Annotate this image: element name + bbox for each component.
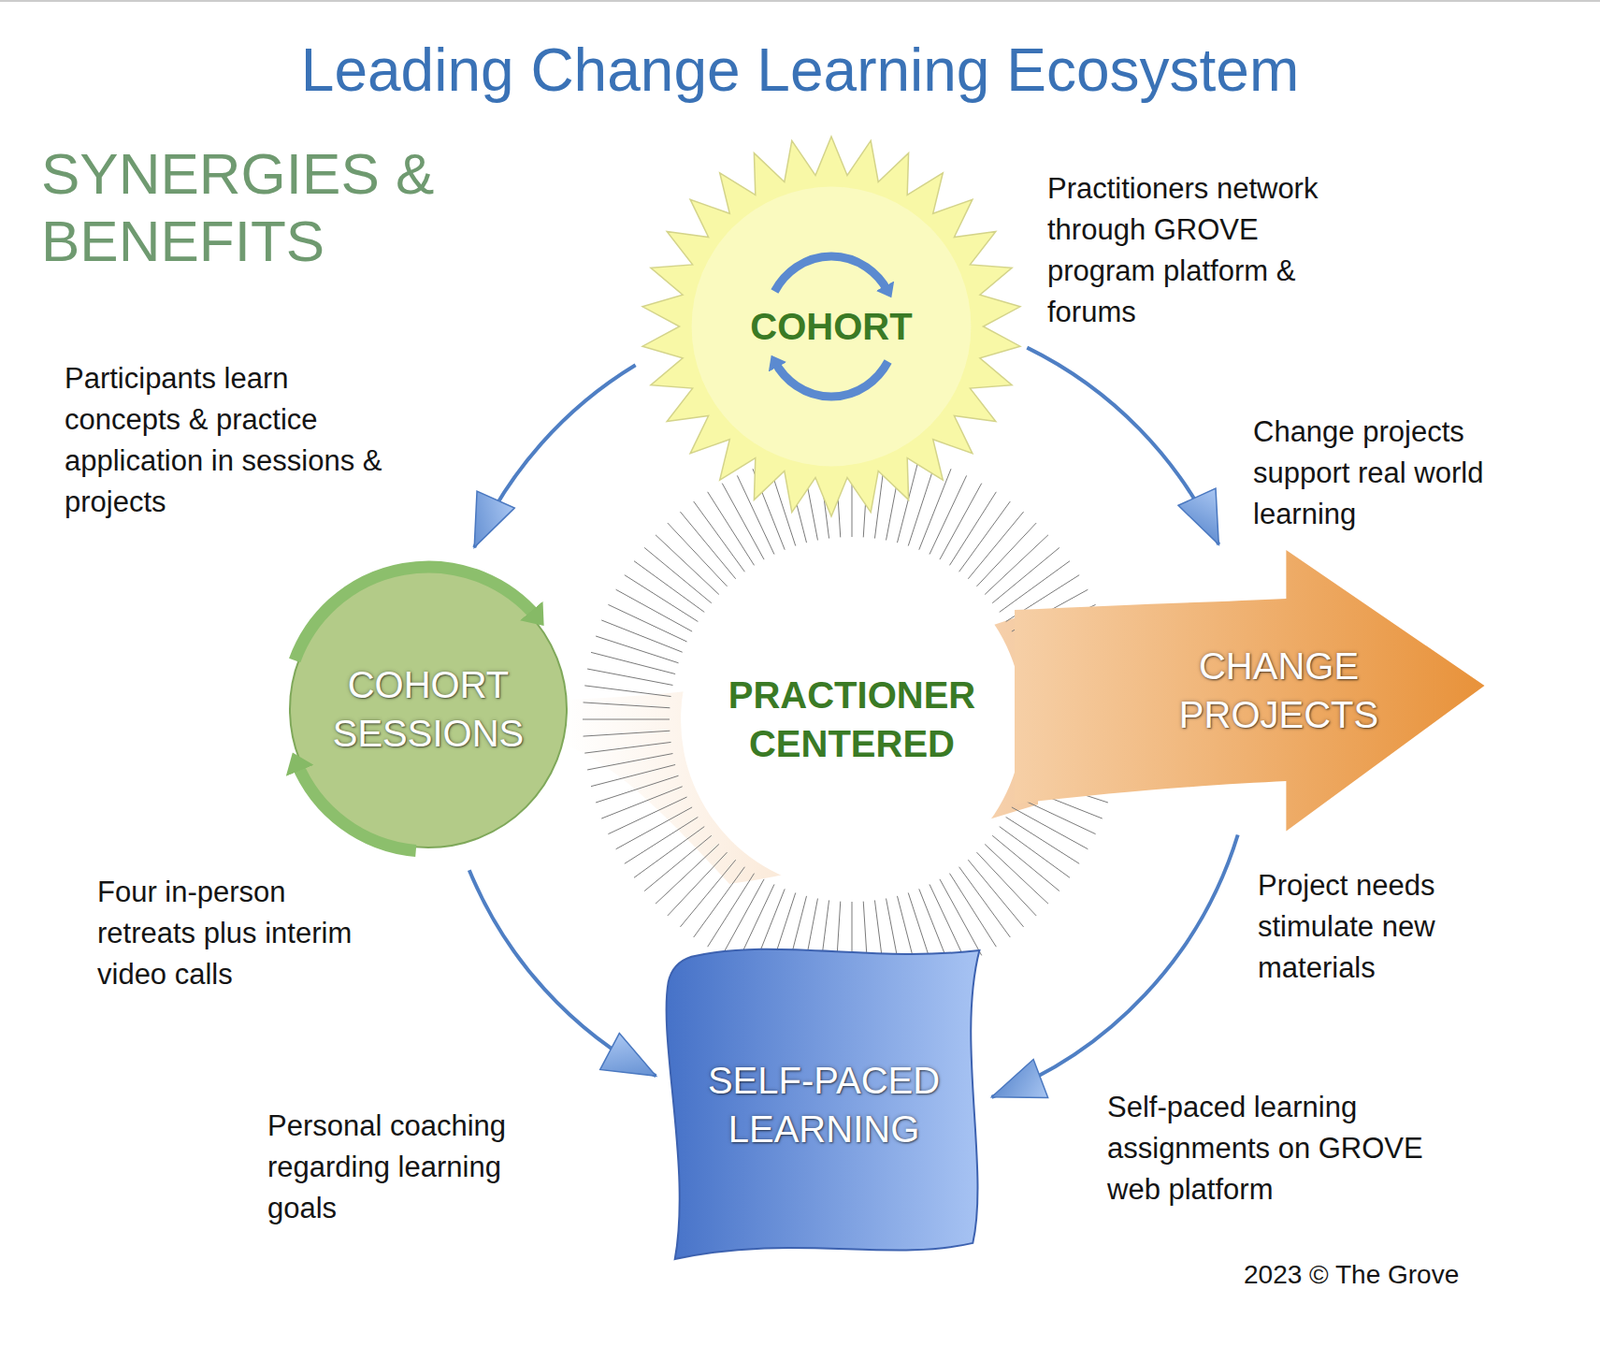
- ray-line: [607, 604, 687, 642]
- self-paced-scroll: SELF-PACED LEARNING: [658, 943, 990, 1266]
- callout-text-wrap: Self-paced learning assignments on GROVE…: [1107, 1086, 1430, 1211]
- ray-line: [587, 668, 673, 685]
- ray-line: [929, 475, 967, 554]
- ray-line: [584, 685, 671, 697]
- cycle-connector: [469, 869, 657, 1076]
- node-text-area: CHANGE PROJECTS: [1014, 547, 1487, 833]
- ray-line: [590, 651, 676, 674]
- callout-text: Practitioners network through GROVE prog…: [1047, 168, 1328, 333]
- node-label: COHORT: [749, 302, 912, 351]
- callout-text-wrap: Four in-person retreats plus interim vid…: [97, 871, 378, 995]
- ray-line: [582, 719, 670, 721]
- ray-line: [634, 826, 705, 879]
- callout-text: Project needs stimulate new materials: [1257, 864, 1492, 989]
- ray-line: [583, 702, 671, 708]
- ray-line: [999, 561, 1070, 613]
- change-arrow-outline: [1014, 547, 1487, 833]
- ray-line: [908, 462, 936, 546]
- callout-text-wrap: Practitioners network through GROVE prog…: [1047, 168, 1328, 333]
- cycle-connector: [474, 364, 635, 548]
- ray-line: [624, 575, 699, 622]
- ray-line: [1006, 816, 1081, 864]
- sun-shape: [642, 136, 1021, 517]
- callout-text: Participants learn concepts & practice a…: [64, 358, 388, 523]
- ray-line: [583, 730, 671, 736]
- callout-text: Personal coaching regarding learning goa…: [267, 1105, 548, 1229]
- center-disc: [680, 547, 1024, 891]
- ray-line: [587, 753, 673, 770]
- ray-line: [601, 619, 682, 652]
- title: Leading Change Learning Ecosystem: [301, 33, 1299, 107]
- ray-line: [590, 763, 676, 786]
- ray-line: [595, 635, 678, 664]
- cycle-arrow: [774, 361, 888, 398]
- cycle-connector: [1026, 347, 1219, 545]
- ray-line: [693, 501, 746, 572]
- node-label: PRACTIONER CENTERED: [706, 670, 997, 768]
- sun-core: [691, 187, 972, 467]
- cycle-arrow: [294, 566, 537, 661]
- cycle-connector: [992, 835, 1239, 1097]
- callout-text: Four in-person retreats plus interim vid…: [97, 871, 378, 995]
- ray-line: [707, 873, 755, 948]
- ray-line: [584, 741, 671, 753]
- ray-line: [601, 786, 682, 819]
- title-wrap: Leading Change Learning Ecosystem: [0, 33, 1600, 107]
- callout-text-wrap: Participants learn concepts & practice a…: [64, 358, 388, 523]
- center-circle: PRACTIONER CENTERED: [678, 546, 1025, 893]
- arrow-shape: [1014, 549, 1485, 831]
- copyright-note-wrap: 2023 © The Grove: [1243, 1257, 1553, 1292]
- ray-line: [919, 468, 952, 549]
- node-text-area: SELF-PACED LEARNING: [658, 943, 990, 1266]
- session-circle-outline: [269, 549, 588, 868]
- session-circle: COHORT SESSIONS: [269, 549, 588, 868]
- node-text-area: PRACTIONER CENTERED: [678, 546, 1025, 893]
- ray-line: [607, 796, 687, 835]
- scroll-shape: [666, 949, 981, 1259]
- cycle-arrow: [296, 762, 417, 851]
- callout-text: Self-paced learning assignments on GROVE…: [1107, 1086, 1430, 1211]
- copyright-note: 2023 © The Grove: [1243, 1257, 1553, 1292]
- ray-line: [949, 491, 996, 566]
- ray-line: [959, 866, 1011, 937]
- cycle-arrow: [774, 256, 888, 292]
- section-heading-wrap: SYNERGIES & BENEFITS: [41, 140, 491, 275]
- node-text-area: COHORT SESSIONS: [269, 549, 588, 868]
- node-label: COHORT SESSIONS: [316, 660, 541, 758]
- self-paced-scroll-outline: [658, 943, 990, 1266]
- section-heading: SYNERGIES & BENEFITS: [41, 140, 491, 275]
- change-arrow: CHANGE PROJECTS: [1014, 547, 1487, 833]
- node-text-area: COHORT: [637, 132, 1025, 520]
- top-rule: [0, 0, 1600, 2]
- callout-text: Change projects support real world learn…: [1253, 411, 1525, 535]
- center-circle-outline: [678, 546, 1025, 893]
- ray-line: [616, 807, 692, 850]
- node-label: SELF-PACED LEARNING: [697, 1055, 951, 1154]
- cohort-sun: COHORT: [637, 132, 1025, 520]
- ray-line: [939, 879, 982, 955]
- callout-text-wrap: Change projects support real world learn…: [1253, 411, 1525, 535]
- ray-line: [1016, 796, 1096, 835]
- node-label: CHANGE PROJECTS: [1162, 641, 1397, 739]
- callout-text-wrap: Project needs stimulate new materials: [1257, 864, 1492, 989]
- ray-line: [595, 775, 678, 803]
- callout-text-wrap: Personal coaching regarding learning goa…: [267, 1105, 548, 1229]
